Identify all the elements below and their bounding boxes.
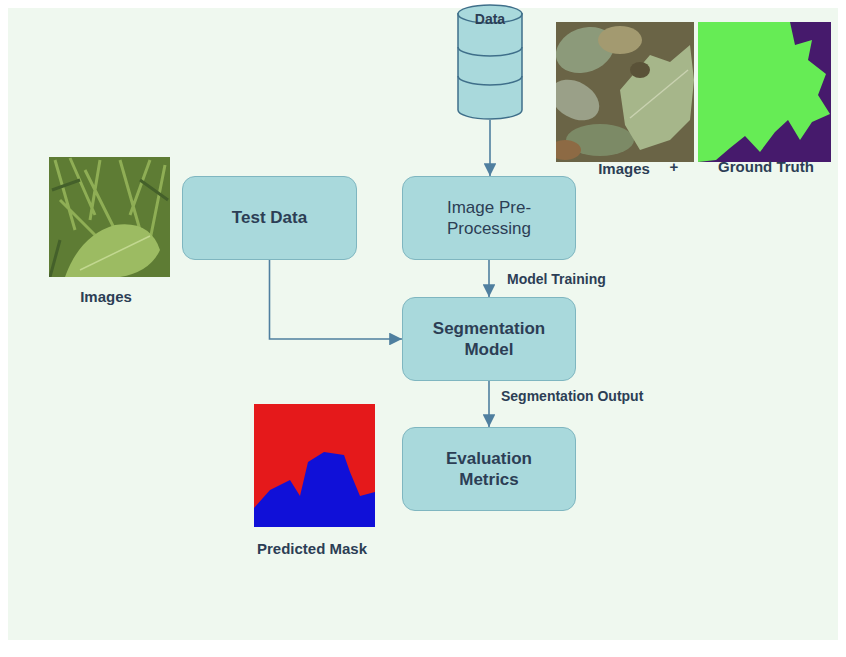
edge-label: Segmentation Output bbox=[499, 387, 645, 405]
leaf-photo bbox=[556, 22, 694, 162]
flow-arrow bbox=[488, 260, 490, 297]
image-caption: Images bbox=[598, 160, 650, 177]
database-cylinder: Data bbox=[457, 4, 523, 120]
process-box: Test Data bbox=[182, 176, 357, 260]
process-box: Evaluation Metrics bbox=[402, 427, 576, 511]
image-caption: + bbox=[670, 158, 679, 175]
process-box: Segmentation Model bbox=[402, 297, 576, 381]
flow-arrow bbox=[270, 260, 403, 339]
ground-truth-mask bbox=[698, 22, 831, 162]
image-caption: Predicted Mask bbox=[257, 540, 367, 557]
grass-photo bbox=[49, 157, 170, 277]
predicted-mask bbox=[254, 404, 375, 527]
image-caption: Images bbox=[80, 288, 132, 305]
process-box: Image Pre-Processing bbox=[402, 176, 576, 260]
image-caption: Ground Truth bbox=[718, 158, 814, 175]
node-label: Test Data bbox=[232, 207, 307, 228]
node-label: Image Pre-Processing bbox=[424, 197, 554, 240]
edge-label: Model Training bbox=[505, 270, 608, 288]
node-label: Evaluation Metrics bbox=[419, 448, 559, 491]
node-label: Data bbox=[475, 11, 505, 29]
flow-arrow bbox=[488, 381, 490, 427]
node-label: Segmentation Model bbox=[419, 318, 559, 361]
flow-arrow bbox=[489, 120, 491, 176]
